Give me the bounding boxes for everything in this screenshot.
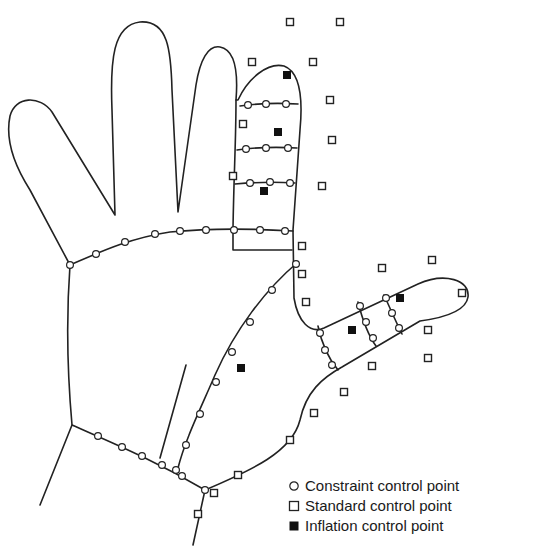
legend-label: Inflation control point <box>305 517 443 534</box>
constraint-point <box>322 347 329 354</box>
inflation-point <box>396 294 404 302</box>
standard-point <box>230 173 237 180</box>
standard-point <box>299 271 306 278</box>
standard-point <box>369 363 376 370</box>
constraint-point <box>247 319 254 326</box>
constraint-point <box>231 227 238 234</box>
constraint-point <box>95 433 102 440</box>
constraint-point <box>247 180 254 187</box>
standard-point <box>303 299 310 306</box>
legend-symbol <box>288 480 300 492</box>
standard-points <box>195 19 466 518</box>
palm-rectangle <box>233 232 292 250</box>
standard-point <box>249 59 256 66</box>
constraint-point <box>293 261 300 268</box>
constraint-point <box>282 228 289 235</box>
standard-point <box>310 59 317 66</box>
standard-point <box>311 410 318 417</box>
legend-symbol <box>288 500 300 512</box>
inflation-point <box>348 326 356 334</box>
standard-point <box>425 355 432 362</box>
standard-point <box>319 183 326 190</box>
constraint-point <box>202 487 209 494</box>
constraint-point <box>122 239 129 246</box>
constraint-point <box>263 145 270 152</box>
standard-point <box>429 257 436 264</box>
constraint-point <box>389 310 396 317</box>
constraint-point <box>370 335 377 342</box>
constraint-point <box>269 287 276 294</box>
hand-outline <box>9 22 468 545</box>
constraint-point <box>139 453 146 460</box>
standard-point <box>329 137 336 144</box>
palm-line <box>160 365 186 458</box>
standard-point <box>337 19 344 26</box>
constraint-point <box>283 101 290 108</box>
constraint-point <box>267 179 274 186</box>
standard-point <box>327 97 334 104</box>
standard-point <box>240 121 247 128</box>
constraint-point <box>179 473 186 480</box>
legend-item: Standard control point <box>288 497 452 514</box>
constraint-point <box>257 227 264 234</box>
constraint-point <box>93 251 100 258</box>
constraint-point <box>152 231 159 238</box>
thumb-base-line <box>178 262 298 468</box>
finger-joint <box>235 182 295 184</box>
constraint-point <box>357 303 364 310</box>
constraint-point <box>363 319 370 326</box>
legend-symbol <box>288 520 300 532</box>
inflation-point <box>237 364 245 372</box>
constraint-point <box>383 295 390 302</box>
constraint-point <box>245 102 252 109</box>
standard-point <box>235 472 242 479</box>
constraint-points <box>67 101 403 494</box>
constraint-point <box>67 262 74 269</box>
finger-edge <box>233 100 236 228</box>
legend-label: Standard control point <box>305 497 452 514</box>
inflation-point <box>260 187 268 195</box>
legend-label: Constraint control point <box>305 477 459 494</box>
constraint-point <box>159 462 166 469</box>
legend-item: Constraint control point <box>288 477 459 494</box>
constraint-point <box>396 325 403 332</box>
standard-point <box>341 389 348 396</box>
standard-point <box>211 490 218 497</box>
constraint-point <box>263 101 270 108</box>
wrist-crease <box>72 425 205 490</box>
standard-point <box>287 437 294 444</box>
constraint-point <box>119 444 126 451</box>
standard-point <box>459 290 466 297</box>
legend-item: Inflation control point <box>288 517 443 534</box>
constraint-point <box>177 228 184 235</box>
constraint-point <box>317 330 324 337</box>
constraint-point <box>197 411 204 418</box>
inflation-points <box>237 71 404 372</box>
inflation-point <box>283 71 291 79</box>
constraint-point <box>285 145 292 152</box>
constraint-point <box>287 180 294 187</box>
constraint-point <box>173 467 180 474</box>
standard-point <box>425 327 432 334</box>
constraint-point <box>229 349 236 356</box>
constraint-point <box>243 146 250 153</box>
standard-point <box>299 243 306 250</box>
constraint-point <box>183 442 190 449</box>
standard-point <box>379 265 386 272</box>
constraint-point <box>213 379 220 386</box>
constraint-point <box>203 227 210 234</box>
standard-point <box>195 511 202 518</box>
inflation-point <box>274 128 282 136</box>
standard-point <box>287 19 294 26</box>
constraint-point <box>329 362 336 369</box>
